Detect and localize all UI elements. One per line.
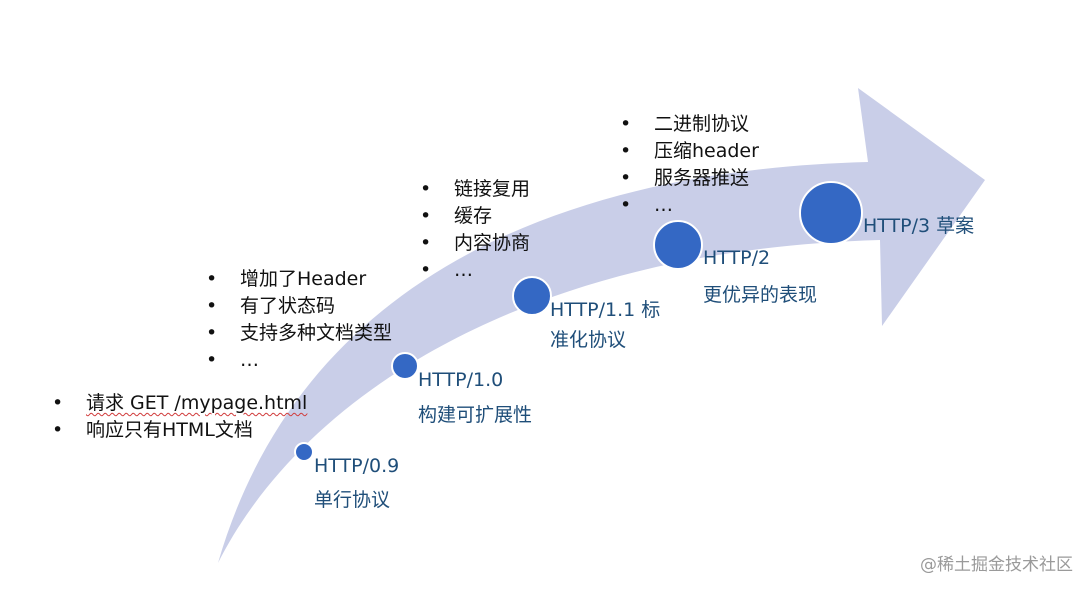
feature-item: 请求 GET /mypage.html — [52, 390, 307, 417]
feature-item: … — [206, 347, 392, 374]
feature-item: 压缩header — [620, 138, 759, 165]
features-http10: 增加了Header 有了状态码 支持多种文档类型 … — [206, 266, 392, 374]
node-http11 — [512, 276, 552, 316]
feature-item: 链接复用 — [420, 176, 530, 203]
feature-item: 服务器推送 — [620, 165, 759, 192]
growth-arrow — [218, 88, 985, 563]
description-http09: 单行协议 — [314, 489, 391, 511]
description-http2: 更优异的表现 — [703, 284, 818, 306]
version-label-http10: HTTP/1.0 — [418, 369, 504, 391]
version-label-http2: HTTP/2 — [703, 247, 771, 269]
features-http2: 二进制协议 压缩header 服务器推送 … — [620, 111, 759, 219]
feature-item: 增加了Header — [206, 266, 392, 293]
feature-item: 二进制协议 — [620, 111, 759, 138]
features-http11: 链接复用 缓存 内容协商 … — [420, 176, 530, 284]
version-label-http3: HTTP/3 草案 — [863, 215, 975, 237]
feature-item: … — [620, 192, 759, 219]
version-label-http09: HTTP/0.9 — [314, 455, 400, 477]
feature-item: 内容协商 — [420, 230, 530, 257]
node-http10 — [391, 352, 419, 380]
features-http09: 请求 GET /mypage.html 响应只有HTML文档 — [52, 390, 307, 444]
feature-item: … — [420, 257, 530, 284]
feature-item: 响应只有HTML文档 — [52, 417, 307, 444]
node-http09 — [294, 442, 314, 462]
node-http3 — [799, 181, 863, 245]
feature-item: 有了状态码 — [206, 293, 392, 320]
version-label-http11: HTTP/1.1 标准化协议 — [550, 299, 661, 351]
feature-item: 缓存 — [420, 203, 530, 230]
node-http2 — [653, 220, 703, 270]
feature-item: 支持多种文档类型 — [206, 320, 392, 347]
watermark: @稀土掘金技术社区 — [920, 555, 1073, 575]
description-http10: 构建可扩展性 — [418, 404, 533, 426]
